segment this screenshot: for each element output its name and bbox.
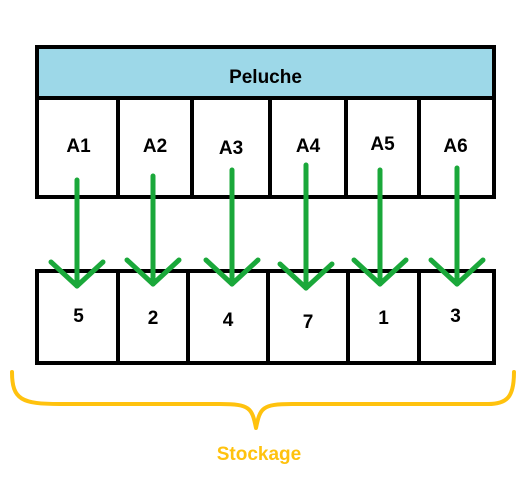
bottom-cell-1: 5 (73, 306, 84, 327)
arrow-1 (48, 177, 106, 289)
top-cell-6: A6 (443, 136, 468, 157)
arrow-6 (428, 165, 486, 287)
top-cell-1: A1 (66, 136, 91, 157)
bottom-cell-2: 2 (147, 308, 159, 329)
arrow-3 (203, 167, 261, 287)
stockage-label: Stockage (216, 444, 302, 465)
stockage-brace (10, 370, 516, 430)
arrow-5 (351, 167, 409, 287)
cell-dividers (116, 98, 421, 363)
top-cell-3: A3 (218, 138, 244, 159)
top-cell-5: A5 (370, 134, 395, 155)
top-cell-4: A4 (295, 136, 321, 157)
bottom-cell-4: 7 (302, 312, 314, 333)
bottom-cell-6: 3 (450, 306, 461, 327)
arrows (48, 162, 486, 291)
top-cell-2: A2 (142, 136, 168, 157)
bottom-cell-5: 1 (378, 308, 389, 329)
arrow-4 (277, 162, 335, 291)
arrow-2 (124, 173, 182, 287)
bottom-cell-3: 4 (222, 310, 234, 331)
header-title: Peluche (229, 67, 302, 88)
